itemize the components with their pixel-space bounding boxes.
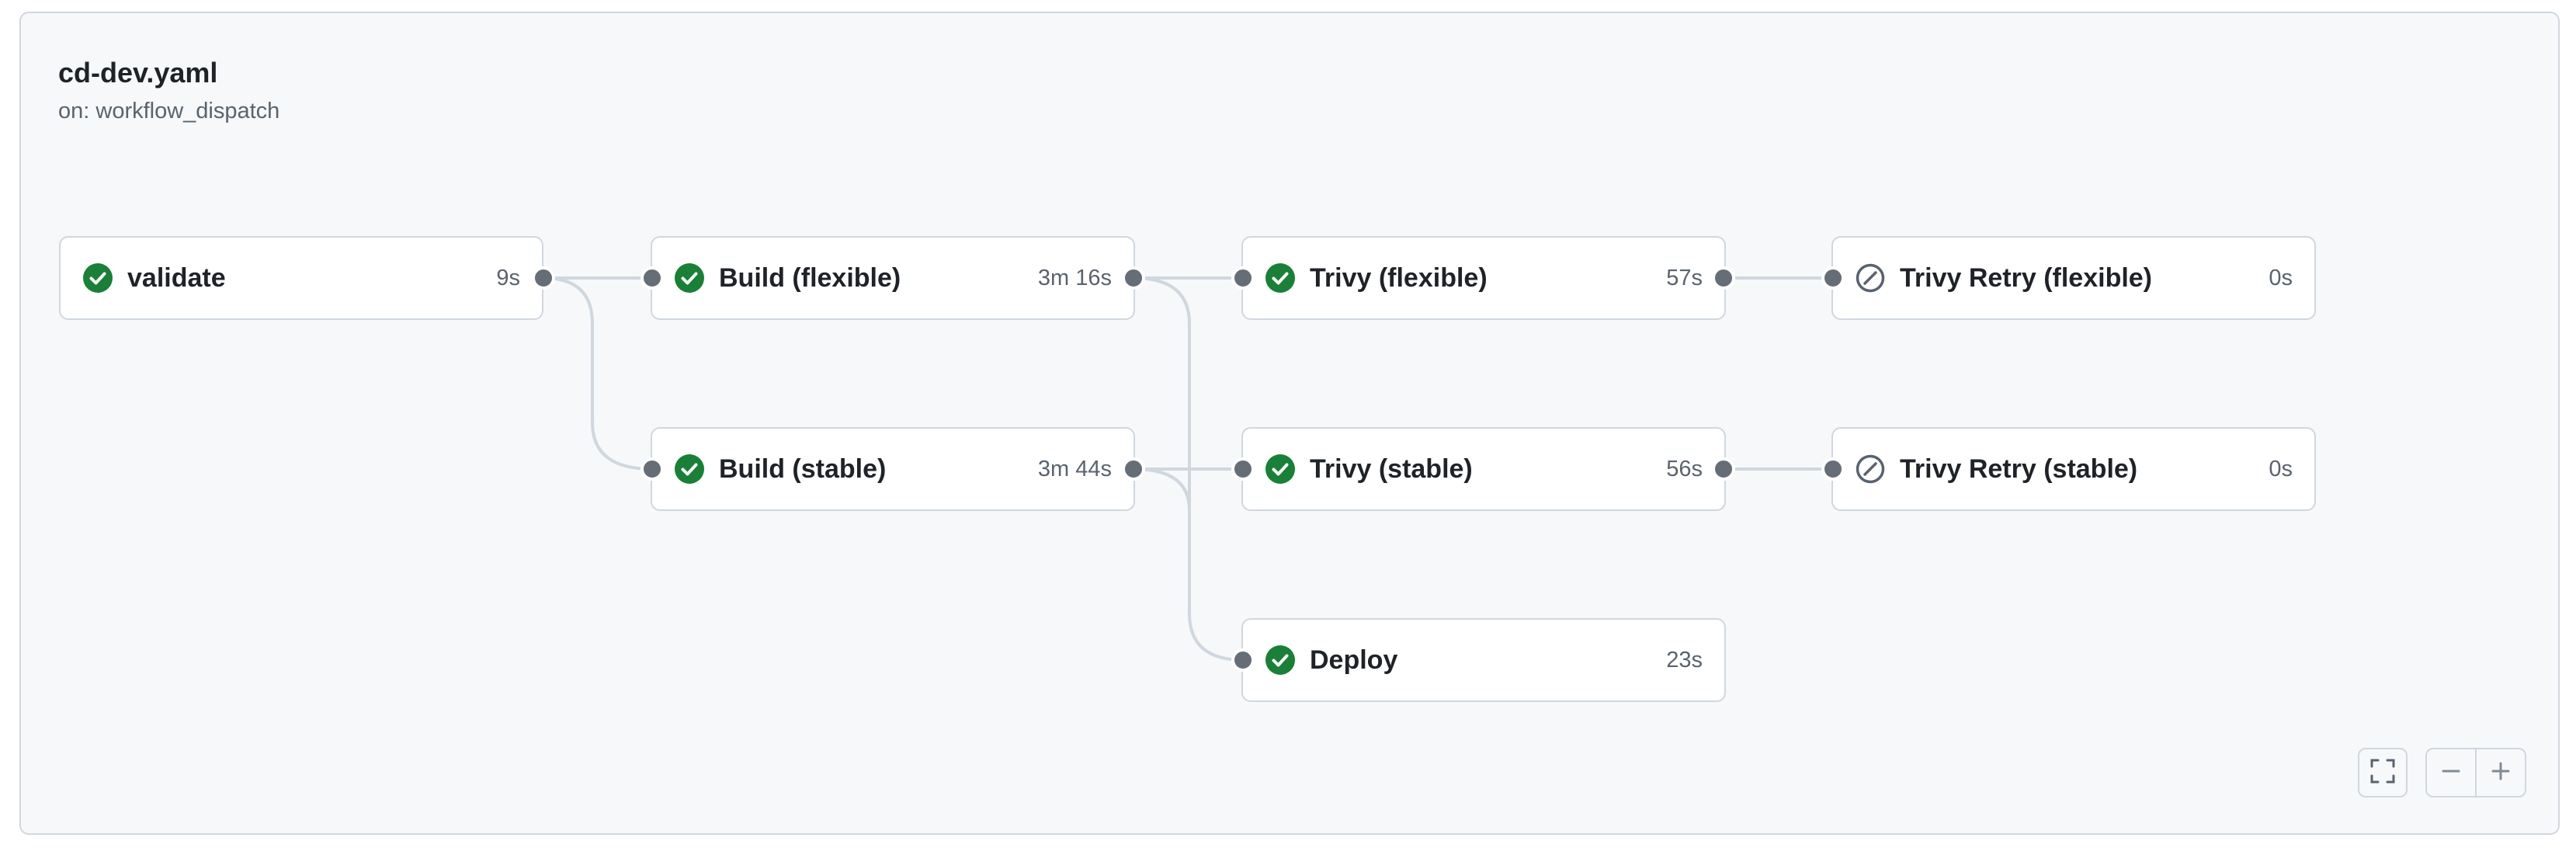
check-circle-fill-icon: [1265, 454, 1296, 485]
skip-icon: [1855, 454, 1886, 485]
zoom-out-button[interactable]: [2427, 749, 2475, 796]
job-card-trivy-retry-flexible[interactable]: Trivy Retry (flexible) 0s: [1831, 236, 2316, 320]
job-card-build-flexible[interactable]: Build (flexible) 3m 16s: [651, 236, 1135, 320]
job-card-deploy[interactable]: Deploy 23s: [1241, 618, 1726, 702]
job-card-trivy-stable[interactable]: Trivy (stable) 56s: [1241, 427, 1726, 511]
zoom-controls: [2425, 748, 2526, 798]
job-name: Trivy (flexible): [1310, 262, 1488, 293]
check-circle-fill-icon: [1265, 262, 1296, 294]
input-port-build-stable: [641, 457, 664, 481]
job-duration: 3m 16s: [1037, 265, 1112, 290]
input-port-trivy-retry-flexible: [1821, 266, 1845, 290]
connector-build-flexible-deploy: [1133, 276, 1245, 662]
job-duration: 0s: [2269, 265, 2293, 290]
connector-build-stable-deploy: [1133, 467, 1191, 613]
job-name: Deploy: [1310, 645, 1398, 675]
workflow-graph-panel: cd-dev.yaml on: workflow_dispatch vali: [19, 12, 2560, 835]
job-name: Build (flexible): [719, 262, 901, 293]
job-duration: 57s: [1666, 265, 1703, 290]
output-port-validate: [532, 266, 555, 290]
output-port-build-stable: [1122, 457, 1145, 481]
check-circle-fill-icon: [82, 262, 113, 294]
input-port-trivy-retry-stable: [1821, 457, 1845, 481]
zoom-in-button[interactable]: [2475, 749, 2525, 796]
workflow-title: cd-dev.yaml: [58, 57, 218, 89]
job-duration: 23s: [1666, 647, 1703, 672]
screen-full-icon: [2369, 758, 2396, 788]
job-name: Build (stable): [719, 454, 887, 484]
input-port-build-flexible: [641, 266, 664, 290]
job-duration: 3m 44s: [1037, 456, 1112, 481]
job-card-validate[interactable]: validate 9s: [59, 236, 543, 320]
job-name: Trivy (stable): [1310, 454, 1473, 484]
input-port-deploy: [1231, 648, 1255, 672]
job-card-trivy-retry-stable[interactable]: Trivy Retry (stable) 0s: [1831, 427, 2316, 511]
connector-validate-build-stable: [543, 276, 653, 471]
check-circle-fill-icon: [674, 262, 705, 294]
job-duration: 9s: [496, 265, 520, 290]
output-port-trivy-stable: [1712, 457, 1735, 481]
check-circle-fill-icon: [1265, 645, 1296, 676]
plus-icon: [2489, 759, 2512, 787]
job-duration: 0s: [2269, 456, 2293, 481]
job-card-trivy-flexible[interactable]: Trivy (flexible) 57s: [1241, 236, 1726, 320]
job-name: Trivy Retry (stable): [1900, 454, 2138, 484]
dash-icon: [2439, 759, 2463, 787]
workflow-trigger: on: workflow_dispatch: [58, 99, 280, 123]
job-card-build-stable[interactable]: Build (stable) 3m 44s: [651, 427, 1135, 511]
input-port-trivy-flexible: [1231, 266, 1255, 290]
output-port-trivy-flexible: [1712, 266, 1735, 290]
check-circle-fill-icon: [674, 454, 705, 485]
job-duration: 56s: [1666, 456, 1703, 481]
job-connectors: [543, 276, 1833, 662]
job-name: Trivy Retry (flexible): [1900, 262, 2153, 293]
job-name: validate: [127, 262, 226, 293]
fullscreen-button[interactable]: [2358, 748, 2408, 798]
skip-icon: [1855, 262, 1886, 294]
input-port-trivy-stable: [1231, 457, 1255, 481]
output-port-build-flexible: [1122, 266, 1145, 290]
